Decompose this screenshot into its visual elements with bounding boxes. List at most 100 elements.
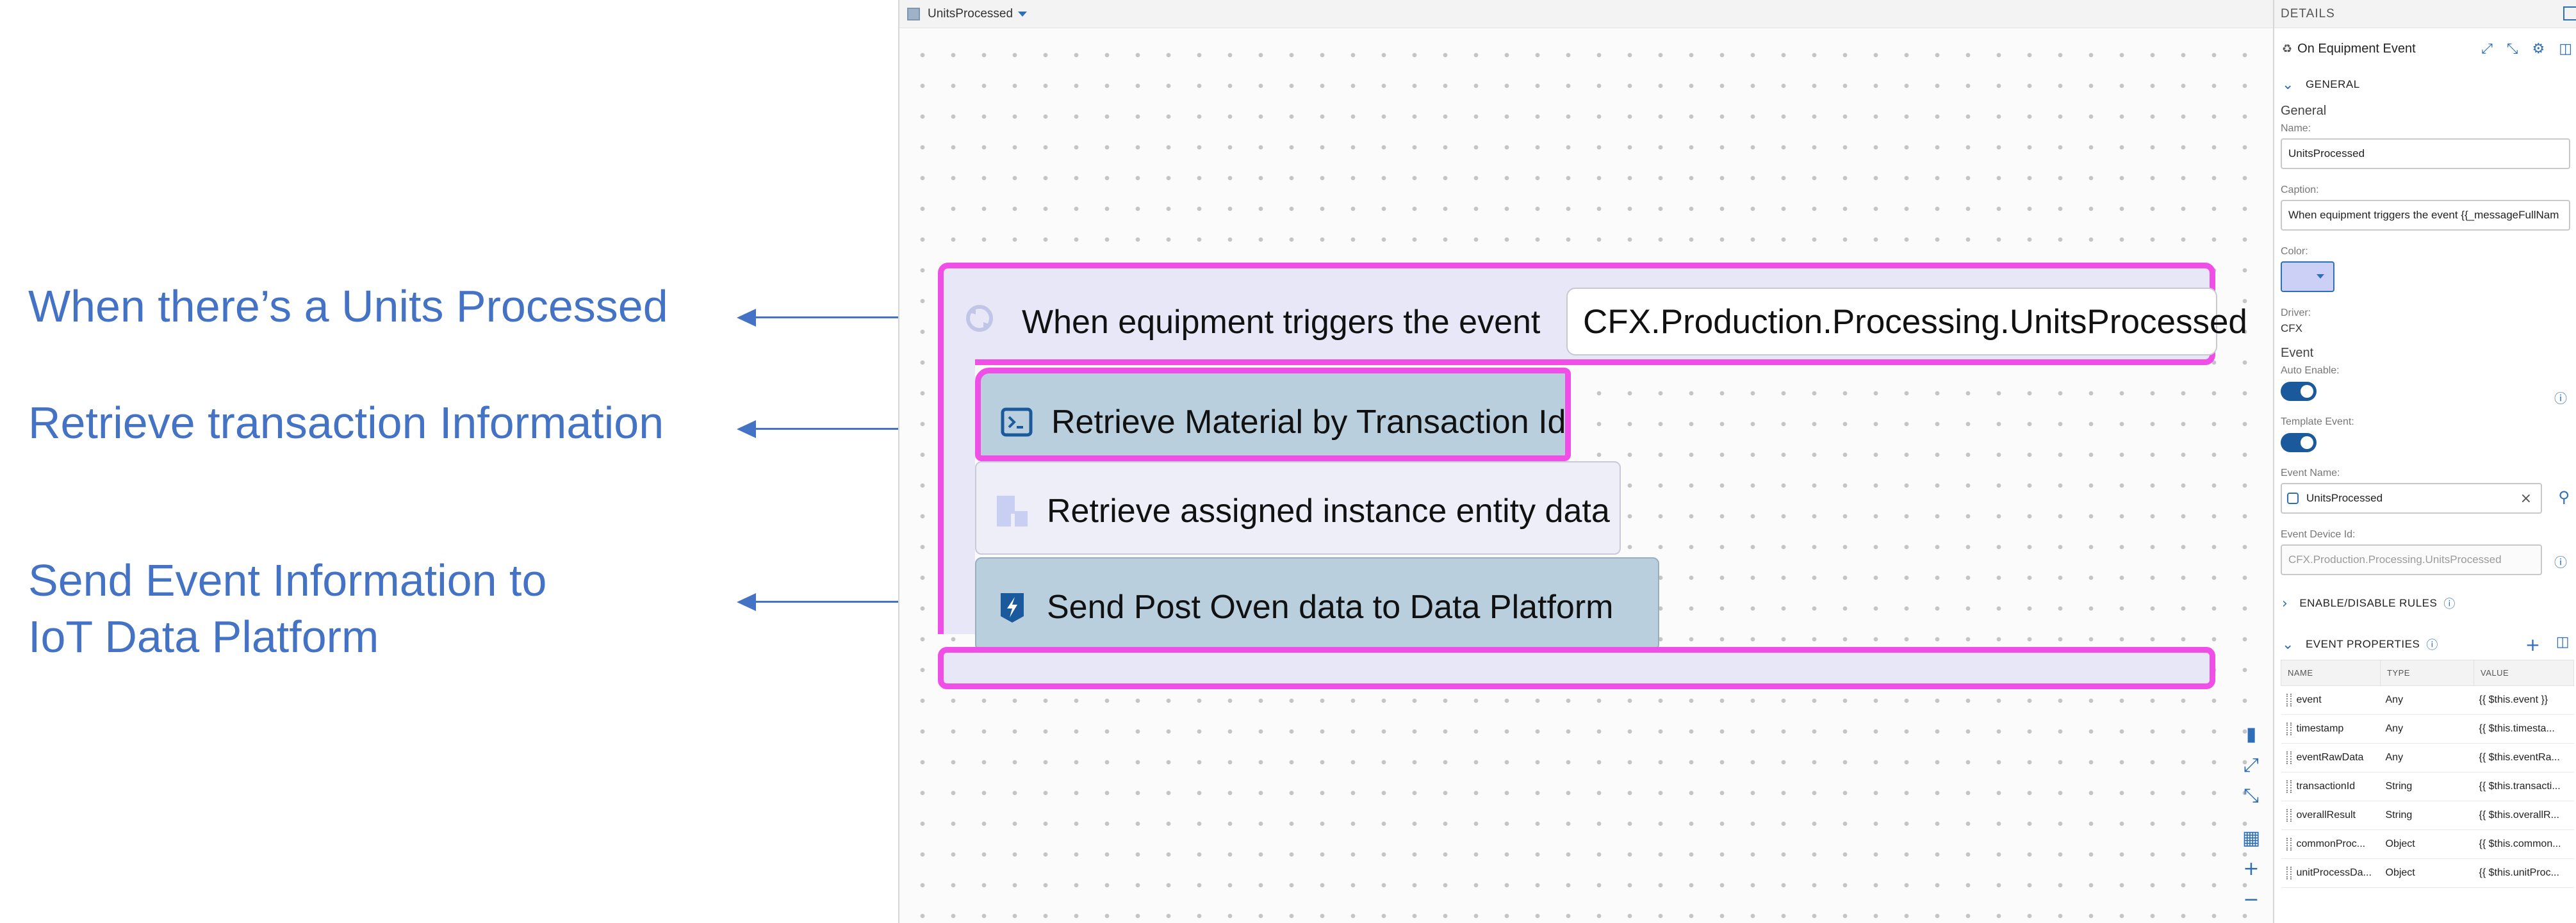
cell-value: {{ $this.unitProc...	[2473, 858, 2574, 888]
cell-name: timestamp	[2281, 714, 2381, 744]
cell-name: transactionId	[2281, 772, 2381, 801]
action-label: Retrieve Material by Transaction Id	[1051, 404, 1566, 441]
field-label: Name:	[2281, 123, 2311, 134]
trash-icon[interactable]: ◫	[2555, 633, 2570, 650]
arrow-line-retrieve-info	[753, 428, 962, 430]
cell-type: Object	[2380, 829, 2474, 859]
gear-icon[interactable]: ⚙	[2532, 41, 2545, 57]
auto-enable-field: Auto Enable: ⓘ	[2274, 364, 2576, 406]
action-label: Send Post Oven data to Data Platform	[1047, 589, 1614, 626]
entity-icon	[997, 496, 1028, 527]
name-field: Name: UnitsProcessed	[2274, 122, 2576, 169]
cell-type: Any	[2380, 714, 2474, 744]
name-input[interactable]: UnitsProcessed	[2281, 138, 2570, 169]
info-icon[interactable]: ⓘ	[2426, 639, 2438, 652]
info-icon[interactable]: ⓘ	[2443, 598, 2456, 611]
zoom-out-icon[interactable]: −	[2243, 888, 2260, 911]
column-header[interactable]: NAME	[2281, 660, 2381, 686]
map-icon[interactable]: ▦	[2242, 826, 2261, 849]
column-header[interactable]: VALUE	[2473, 660, 2574, 686]
collapse-panel-icon[interactable]	[2563, 6, 2576, 20]
workflow-canvas[interactable]: UnitsProcessed When equipment triggers t…	[898, 0, 2273, 923]
cell-type: Any	[2380, 685, 2474, 715]
section-general[interactable]: ⌄ GENERAL	[2274, 69, 2576, 100]
canvas-toolbar: ▮ ⤢ ⤡ ▦ + −	[2236, 721, 2267, 917]
event-bolt-icon	[1001, 593, 1024, 623]
event-device-id-field: Event Device Id: CFX.Production.Processi…	[2274, 528, 2576, 575]
shrink-icon[interactable]: ⤡	[2506, 41, 2518, 57]
template-event-toggle[interactable]	[2281, 433, 2317, 452]
section-event-properties[interactable]: ⌄ EVENT PROPERTIES ⓘ + ◫	[2274, 629, 2576, 660]
action-send-post-oven[interactable]: Send Post Oven data to Data Platform	[975, 557, 1659, 651]
entity-row: ♻ On Equipment Event ⤢ ⤡ ⚙ ◫	[2274, 28, 2576, 69]
arrow-line-units-processed	[753, 316, 939, 318]
zoom-in-icon[interactable]: +	[2243, 857, 2260, 880]
cell-name: event	[2281, 685, 2381, 715]
field-label: Template Event:	[2281, 416, 2354, 427]
event-header[interactable]: When equipment triggers the event CFX.Pr…	[938, 263, 2247, 365]
trash-icon[interactable]: ◫	[2559, 41, 2572, 57]
event-name-value: UnitsProcessed	[2306, 492, 2383, 504]
entity-title: On Equipment Event	[2297, 41, 2416, 56]
canvas-tab[interactable]: UnitsProcessed	[899, 0, 2273, 28]
field-label: Driver:	[2281, 307, 2311, 318]
column-header[interactable]: TYPE	[2380, 660, 2474, 686]
group-title-event: Event	[2281, 345, 2314, 360]
annotation-units-processed: When there’s a Units Processed	[28, 281, 668, 331]
event-device-id-input[interactable]: CFX.Production.Processing.UnitsProcessed	[2281, 544, 2542, 575]
section-actions: + ◫	[2525, 634, 2570, 655]
terminal-icon	[1001, 407, 1033, 437]
cell-value: {{ $this.common...	[2473, 829, 2574, 859]
section-rules[interactable]: › ENABLE/DISABLE RULES ⓘ	[2274, 588, 2576, 619]
search-icon[interactable]: ⚲	[2558, 488, 2570, 506]
table-row[interactable]: unitProcessDa...Object{{ $this.unitProc.…	[2281, 858, 2574, 888]
cell-value: {{ $this.transacti...	[2473, 772, 2574, 801]
cell-type: String	[2380, 801, 2474, 830]
arrow-head-units-processed	[737, 309, 756, 327]
clear-icon[interactable]: ×	[2520, 490, 2532, 507]
event-title: When equipment triggers the event	[1022, 304, 1541, 341]
section-title: GENERAL	[2305, 78, 2360, 90]
section-title: EVENT PROPERTIES	[2305, 638, 2420, 650]
cell-name: eventRawData	[2281, 743, 2381, 772]
group-title-general: General	[2281, 103, 2327, 118]
event-body	[938, 352, 975, 634]
field-label: Color:	[2281, 246, 2308, 257]
caption-field: Caption: When equipment triggers the eve…	[2274, 183, 2576, 231]
cell-value: {{ $this.event }}	[2473, 685, 2574, 715]
details-panel: DETAILS ♻ On Equipment Event ⤢ ⤡ ⚙ ◫ ⌄ G…	[2273, 0, 2576, 923]
cell-type: String	[2380, 772, 2474, 801]
caption-input[interactable]: When equipment triggers the event {{_mes…	[2281, 200, 2570, 231]
action-retrieve-entity-data[interactable]: Retrieve assigned instance entity data	[975, 461, 1621, 555]
add-icon[interactable]: +	[2525, 633, 2541, 655]
chevron-down-icon: ⌄	[2282, 636, 2294, 653]
collapse-icon[interactable]: ⤡	[2244, 784, 2259, 807]
field-label: Caption:	[2281, 184, 2319, 195]
equipment-event-icon	[966, 305, 993, 332]
event-name-lookup[interactable]: UnitsProcessed ×	[2281, 483, 2542, 514]
arrow-head-send-event	[737, 593, 756, 611]
event-name-field: Event Name: UnitsProcessed × ⚲	[2274, 466, 2576, 514]
annotation-retrieve-info: Retrieve transaction Information	[28, 398, 664, 448]
details-header: DETAILS	[2274, 0, 2576, 28]
info-icon[interactable]: ⓘ	[2554, 555, 2567, 570]
annotation-send-event-line2: IoT Data Platform	[28, 612, 379, 662]
auto-enable-toggle[interactable]	[2281, 382, 2317, 401]
event-block[interactable]: When equipment triggers the event CFX.Pr…	[938, 263, 2247, 689]
event-name-field[interactable]: CFX.Production.Processing.UnitsProcessed	[1566, 288, 2247, 355]
bookmark-icon[interactable]: ▮	[2245, 723, 2257, 746]
chevron-down-icon[interactable]	[1018, 11, 1028, 17]
expand-icon[interactable]: ⤢	[2481, 41, 2493, 57]
info-icon[interactable]: ⓘ	[2554, 391, 2567, 406]
table-row[interactable]: commonProc...Object{{ $this.common...	[2281, 829, 2574, 859]
fit-icon[interactable]: ⤢	[2244, 753, 2259, 776]
cell-name: unitProcessDa...	[2281, 858, 2381, 888]
cell-value: {{ $this.timesta...	[2473, 714, 2574, 744]
color-picker[interactable]	[2281, 261, 2334, 292]
action-retrieve-material[interactable]: Retrieve Material by Transaction Id	[975, 368, 1571, 461]
